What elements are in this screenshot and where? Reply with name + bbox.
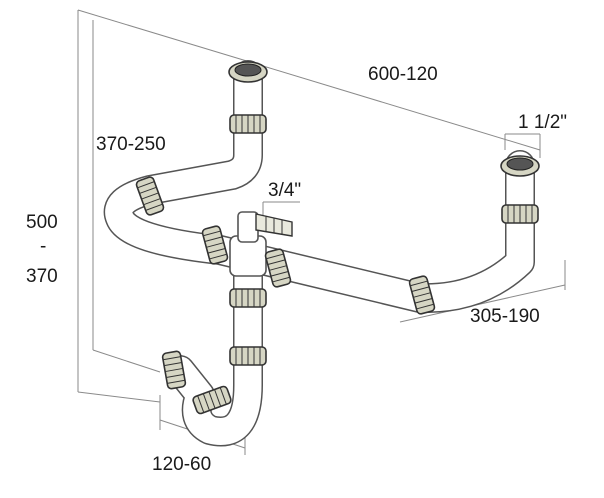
height-bottom-extension <box>77 391 161 403</box>
height-min-label: 370 <box>26 266 58 287</box>
right-riser-nut <box>501 204 539 224</box>
right-offset-label: 305-190 <box>470 306 540 327</box>
left-strainer <box>228 61 268 83</box>
trap-top-nut <box>229 346 267 366</box>
riser-bottom-extension <box>92 349 161 373</box>
main-pipe <box>105 61 534 312</box>
left-riser-label: 370-250 <box>96 134 166 155</box>
hose-connector <box>255 213 293 237</box>
height-max-label: 500 <box>26 212 58 233</box>
tee-top-branch <box>237 211 259 243</box>
trap-offset-label: 120-60 <box>152 454 211 475</box>
right-strainer <box>500 155 540 177</box>
right-offset-dimension-line <box>399 284 566 323</box>
tee-bottom-nut <box>229 288 267 308</box>
height-top-extension <box>77 9 251 63</box>
spacing-dimension-line <box>249 61 541 151</box>
tee-fitting <box>229 211 267 277</box>
hose-connector-label: 3/4" <box>268 180 301 201</box>
dimension-lines <box>77 9 566 455</box>
sink-spacing-label: 600-120 <box>368 64 438 85</box>
dimension-labels: 500 - 370 600-120 1 1/2" 370-250 3/4" 30… <box>26 64 567 475</box>
left-riser-nut <box>229 114 267 134</box>
height-sep-label: - <box>40 236 46 257</box>
pipe-size-label: 1 1/2" <box>518 112 567 133</box>
